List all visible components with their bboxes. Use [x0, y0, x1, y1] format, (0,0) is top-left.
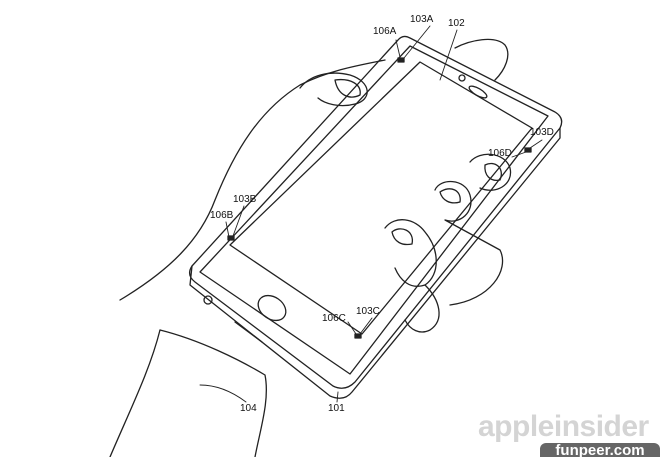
phone-bezel	[199, 45, 549, 375]
sensor-103B	[227, 235, 235, 241]
label-106D: 106D	[488, 148, 512, 159]
finger-1-nail	[484, 162, 502, 181]
sensor-103D	[524, 147, 532, 153]
label-103D: 103D	[530, 127, 554, 138]
finger-2-nail	[439, 188, 461, 204]
thumbnail	[334, 78, 361, 98]
label-103B: 103B	[233, 194, 257, 205]
label-102: 102	[448, 18, 465, 29]
leader-lines	[199, 25, 543, 403]
palm-back	[454, 38, 509, 81]
sensor-103A	[397, 57, 405, 63]
finger-2	[434, 180, 504, 306]
label-101: 101	[328, 403, 345, 414]
label-103C: 103C	[356, 306, 380, 317]
label-103A: 103A	[410, 14, 434, 25]
thumb	[299, 72, 368, 107]
funpeer-badge: funpeer.com	[540, 443, 660, 457]
home-button	[257, 294, 287, 322]
earpiece	[468, 85, 488, 99]
label-104: 104	[240, 403, 257, 414]
appleinsider-watermark: appleinsider	[478, 410, 649, 443]
phone-screen-102	[229, 61, 533, 335]
finger-4	[404, 284, 440, 333]
finger-3-nail	[391, 228, 413, 246]
front-camera	[458, 74, 466, 82]
lightning-port	[234, 321, 263, 343]
phone-body-side	[189, 127, 561, 399]
label-106A: 106A	[373, 26, 397, 37]
arm-outline	[119, 59, 386, 301]
finger-1	[469, 153, 512, 191]
label-106B: 106B	[210, 210, 234, 221]
label-106C: 106C	[322, 313, 346, 324]
headphone-jack	[203, 295, 213, 305]
sensor-103C	[354, 333, 362, 339]
phone-body-outer	[188, 35, 563, 389]
arm-lower-outline	[159, 329, 268, 457]
wrist-outline	[109, 329, 161, 457]
